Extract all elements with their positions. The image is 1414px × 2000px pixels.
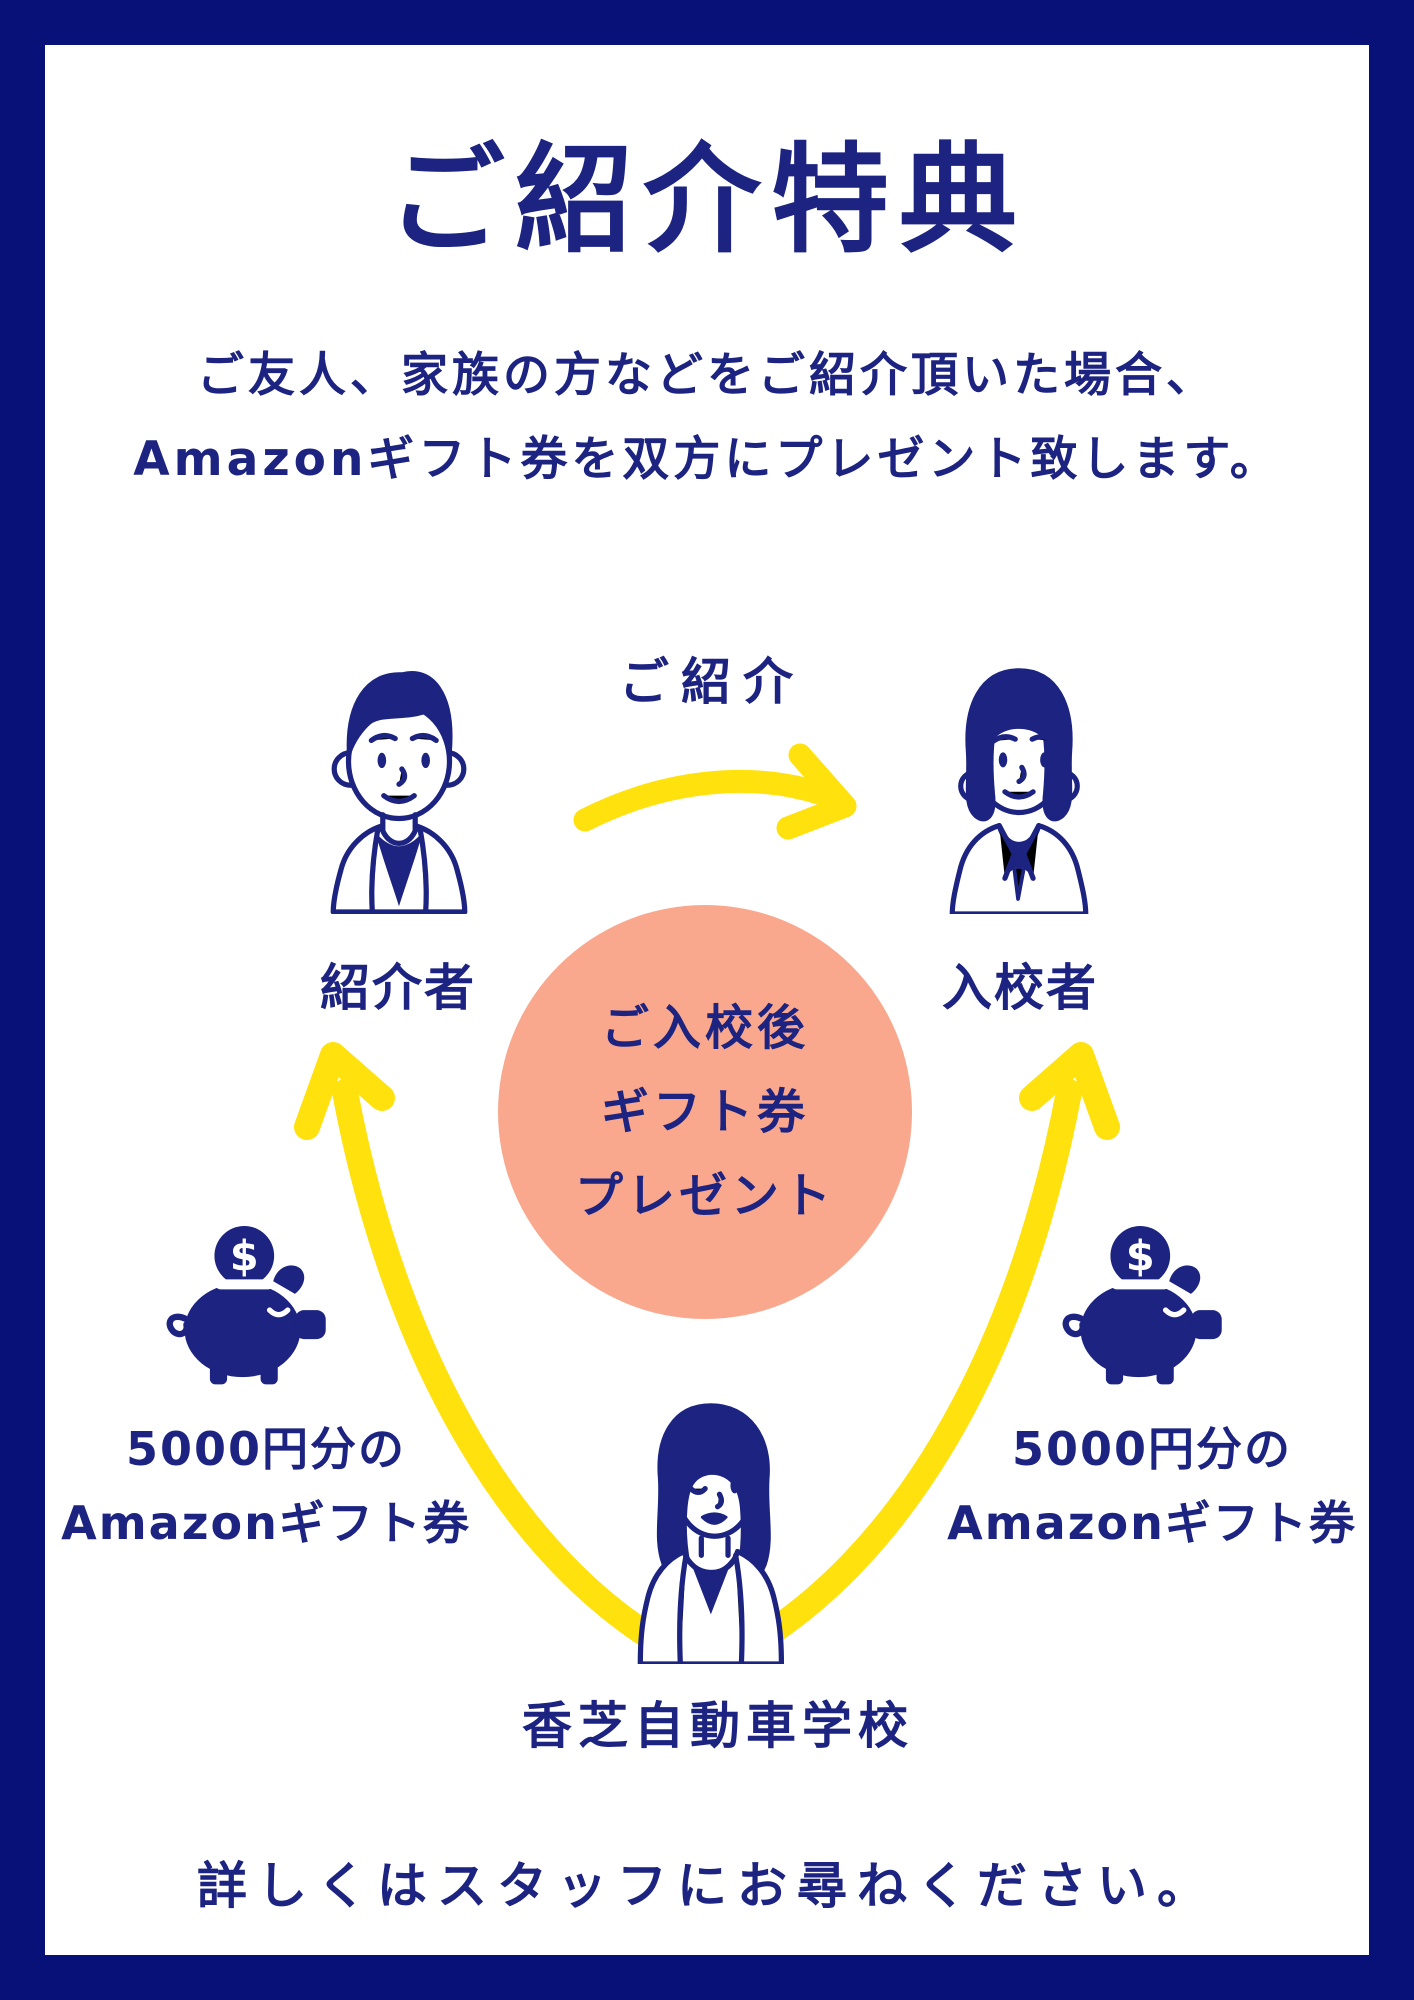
subtitle: ご友人、家族の方などをご紹介頂いた場合、 Amazonギフト券を双方にプレゼント… — [0, 334, 1414, 502]
enrollee-label: 入校者 — [942, 959, 1098, 1017]
svg-text:$: $ — [230, 1231, 259, 1280]
woman-bust-illustration — [949, 668, 1089, 914]
enrollee-figure — [938, 632, 1100, 914]
reward-right: 5000円分の Amazonギフト券 — [942, 1412, 1362, 1560]
piggy-bank-icon: $ — [1062, 1226, 1222, 1385]
svg-text:$: $ — [1126, 1231, 1155, 1280]
referrer-figure — [318, 624, 480, 914]
subtitle-line-2: Amazonギフト券を双方にプレゼント致します。 — [133, 432, 1281, 487]
reward-left-line-1: 5000円分の — [125, 1422, 407, 1476]
piggy-bank-icon: $ — [166, 1226, 326, 1385]
footer-note: 詳しくはスタッフにお尋ねください。 — [197, 1857, 1217, 1915]
reward-left-line-2: Amazonギフト券 — [61, 1496, 471, 1550]
reward-right-line-1: 5000円分の — [1011, 1422, 1293, 1476]
man-bust-illustration — [330, 671, 468, 914]
referrer-label: 紹介者 — [320, 959, 476, 1017]
school-staff-illustration — [637, 1403, 785, 1664]
gift-badge-circle: ご入校後 ギフト券 プレゼント — [498, 905, 912, 1319]
referral-arrow-label: ご紹介 — [619, 653, 805, 711]
page-title: ご紹介特典 — [386, 131, 1027, 269]
gift-badge-line-2: ギフト券 — [600, 1084, 809, 1140]
reward-right-line-2: Amazonギフト券 — [947, 1496, 1357, 1550]
school-figure — [626, 1378, 790, 1664]
subtitle-line-1: ご友人、家族の方などをご紹介頂いた場合、 — [197, 348, 1217, 403]
gift-badge-line-3: プレゼント — [574, 1168, 835, 1224]
school-label: 香芝自動車学校 — [522, 1697, 914, 1755]
reward-left: 5000円分の Amazonギフト券 — [56, 1412, 476, 1560]
gift-badge-line-1: ご入校後 — [600, 1000, 809, 1056]
